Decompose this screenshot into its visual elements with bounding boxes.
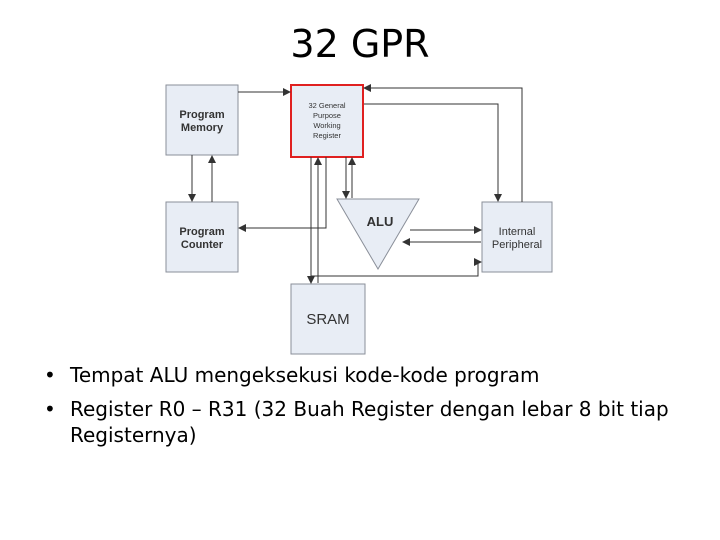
bullet-item: • Register R0 – R31 (32 Buah Register de… — [44, 396, 684, 448]
program-memory-block: Program Memory — [165, 84, 239, 156]
arrow-peripheral-to-register — [363, 84, 523, 202]
register-label-line4: Register — [313, 131, 341, 140]
bullet-list: • Tempat ALU mengeksekusi kode-kode prog… — [44, 362, 684, 456]
bullet-dot: • — [44, 363, 56, 387]
alu-label: ALU — [367, 214, 394, 229]
slide-title: 32 GPR — [290, 22, 430, 66]
peripheral-label-line2: Peripheral — [492, 239, 542, 251]
program-counter-label-line2: Counter — [181, 239, 224, 251]
bullet-item: • Tempat ALU mengeksekusi kode-kode prog… — [44, 362, 684, 388]
program-counter-label-line1: Program — [179, 226, 224, 238]
arrow-register-to-pc — [250, 157, 312, 188]
register-label-line2: Purpose — [313, 111, 341, 120]
connection-arrows — [188, 84, 523, 284]
arrow-sram-to-peripheral — [311, 258, 482, 277]
bullet-text: Tempat ALU mengeksekusi kode-kode progra… — [70, 363, 540, 387]
register-label-line3: Working — [313, 121, 340, 130]
internal-peripheral-block: Internal Peripheral — [481, 201, 553, 273]
program-memory-label-line2: Memory — [181, 122, 224, 134]
sram-label: SRAM — [306, 311, 349, 328]
register-label-line1: 32 General — [308, 101, 345, 110]
bullet-text: Register R0 – R31 (32 Buah Register deng… — [70, 397, 669, 447]
arrow-register-to-peripheral — [364, 103, 502, 202]
peripheral-label-line1: Internal — [499, 226, 536, 238]
sram-block: SRAM — [290, 283, 366, 355]
register-file-block: 32 General Purpose Working Register — [290, 84, 364, 158]
program-counter-block: Program Counter — [165, 201, 239, 273]
alu-block: ALU — [336, 198, 420, 270]
arrow-bus-to-pc — [238, 157, 327, 232]
bullet-dot: • — [44, 397, 56, 421]
program-memory-label-line1: Program — [179, 109, 224, 121]
